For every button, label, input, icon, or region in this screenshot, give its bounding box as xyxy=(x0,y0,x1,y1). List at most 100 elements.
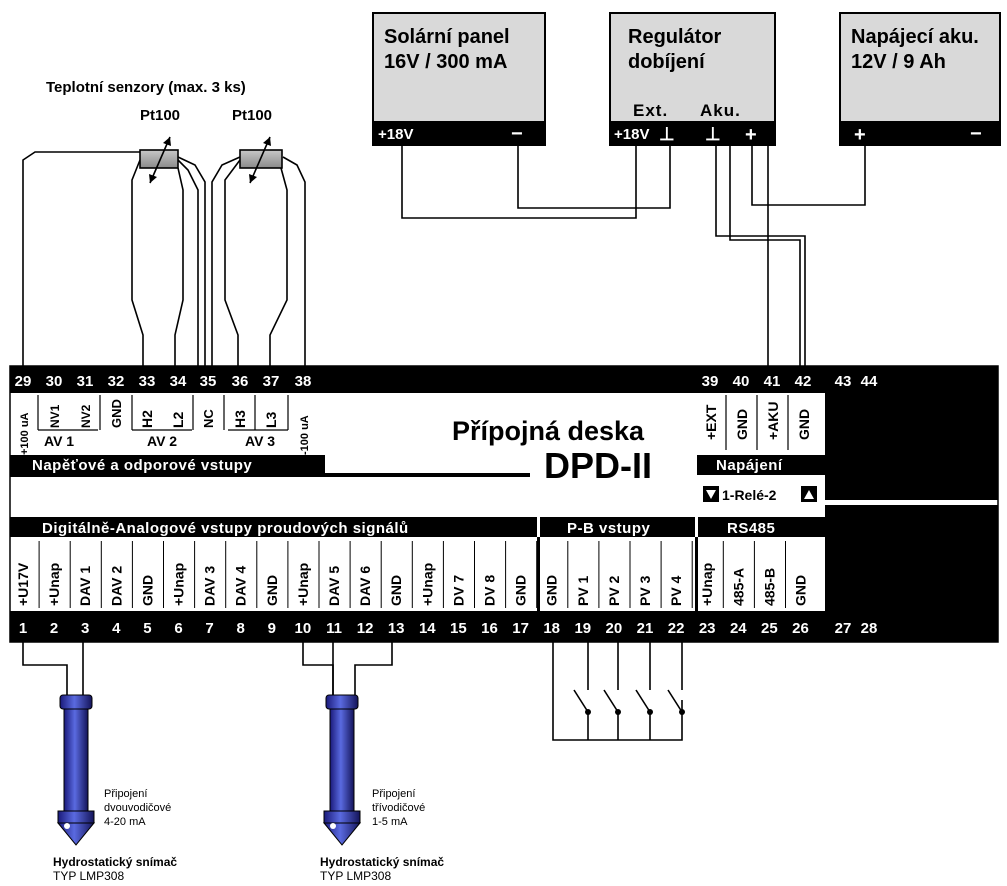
bottom-label-1: +U17V xyxy=(15,562,31,606)
bottom-label-26: GND xyxy=(793,575,809,606)
bottom-label-13: GND xyxy=(388,575,404,606)
bottom-label-19: PV 1 xyxy=(575,575,591,606)
terminal-33: 33 xyxy=(139,373,156,390)
terminal-15: 15 xyxy=(450,620,467,637)
bottom-label-17: GND xyxy=(513,575,529,606)
terminal-18: 18 xyxy=(543,620,560,637)
label-t36: H3 xyxy=(232,410,248,428)
bottom-label-14: +Unap xyxy=(419,563,435,606)
switch-contacts xyxy=(585,709,685,715)
label-t34: L2 xyxy=(170,411,186,428)
terminal-41: 41 xyxy=(764,373,781,390)
terminal-35: 35 xyxy=(200,373,217,390)
probe1-note2: dvouvodičové xyxy=(104,802,171,814)
terminal-10: 10 xyxy=(295,620,312,637)
bottom-label-6: +Unap xyxy=(171,563,187,606)
battery-line2: 12V / 9 Ah xyxy=(851,51,946,73)
regulator-line2: dobíjení xyxy=(628,51,706,73)
bottom-label-3: DAV 1 xyxy=(77,566,93,606)
connection-board xyxy=(9,365,999,643)
relay-label: 1-Relé-2 xyxy=(722,487,777,503)
power-label-2: +AKU xyxy=(765,401,781,440)
regulator-aku-label: Aku. xyxy=(700,101,741,120)
hydrostatic-probe-1 xyxy=(56,694,96,846)
power-bar-label: Napájení xyxy=(716,457,783,474)
av1-label: AV 1 xyxy=(44,433,74,449)
probe-2-notes: Připojení třívodičové 1-5 mA xyxy=(372,788,425,828)
bottom-label-12: DAV 6 xyxy=(357,566,373,606)
power-label-3: GND xyxy=(796,409,812,440)
bottom-label-20: PV 2 xyxy=(606,575,622,606)
bottom-label-11: DAV 5 xyxy=(326,566,342,606)
battery-plus: + xyxy=(854,124,866,146)
probe1-note3: 4-20 mA xyxy=(104,816,146,828)
terminal-16: 16 xyxy=(481,620,498,637)
terminal-20: 20 xyxy=(606,620,623,637)
pt100-sensor-2 xyxy=(239,136,283,184)
terminal-8: 8 xyxy=(237,620,245,637)
sensor-wires xyxy=(22,151,306,366)
terminal-17: 17 xyxy=(512,620,529,637)
probe2-type: TYP LMP308 xyxy=(320,869,391,883)
pt100-sensor-1 xyxy=(139,136,179,184)
terminal-5: 5 xyxy=(143,620,151,637)
terminal-11: 11 xyxy=(326,620,342,637)
bottom-wires xyxy=(22,642,683,741)
solar-plus: +18V xyxy=(378,126,413,143)
bottom-label-24: 485-A xyxy=(730,568,746,606)
label-t30: NV1 xyxy=(48,404,62,428)
board-model: DPD-II xyxy=(544,445,652,486)
probe1-name: Hydrostatický snímač xyxy=(53,855,177,869)
terminal-43: 43 xyxy=(835,373,852,390)
terminal-40: 40 xyxy=(733,373,750,390)
pt100-label-2: Pt100 xyxy=(232,107,272,124)
terminal-32: 32 xyxy=(108,373,125,390)
regulator-ext-gnd: ⊥ xyxy=(659,124,675,144)
label-t31: NV2 xyxy=(79,404,93,428)
probe-1-notes: Připojení dvouvodičové 4-20 mA xyxy=(104,788,171,828)
solar-line1: Solární panel xyxy=(384,26,510,48)
label-t37: L3 xyxy=(263,411,279,428)
top-bar-label: Napěťové a odporové vstupy xyxy=(32,457,252,474)
bottom-label-4: DAV 2 xyxy=(108,566,124,606)
probe2-name: Hydrostatický snímač xyxy=(320,855,444,869)
terminal-25: 25 xyxy=(761,620,778,637)
terminal-7: 7 xyxy=(205,620,213,637)
terminal-3: 3 xyxy=(81,620,89,637)
label-t33: H2 xyxy=(139,410,155,428)
terminal-37: 37 xyxy=(263,373,280,390)
terminal-44: 44 xyxy=(861,373,878,390)
terminal-29: 29 xyxy=(15,373,32,390)
label-t38: -100 uA xyxy=(299,415,311,455)
solar-minus: − xyxy=(511,123,523,145)
bottom-label-7: DAV 3 xyxy=(202,566,218,606)
battery-minus: − xyxy=(970,123,982,145)
power-label-0: +EXT xyxy=(703,404,719,440)
regulator-ext-label: Ext. xyxy=(633,101,668,120)
terminal-2: 2 xyxy=(50,620,58,637)
solar-panel-box: Solární panel 16V / 300 mA +18V − xyxy=(372,12,546,146)
probe1-type: TYP LMP308 xyxy=(53,869,124,883)
regulator-ext-plus: +18V xyxy=(614,126,649,143)
bottom-bar-pb: P-B vstupy xyxy=(567,520,651,537)
probe1-note1: Připojení xyxy=(104,788,147,800)
av2-label: AV 2 xyxy=(147,433,177,449)
regulator-line1: Regulátor xyxy=(628,26,722,48)
terminal-39: 39 xyxy=(702,373,719,390)
bottom-label-22: PV 4 xyxy=(668,575,684,606)
bottom-label-25: 485-B xyxy=(761,568,777,606)
bottom-label-18: GND xyxy=(544,575,560,606)
power-wires xyxy=(401,145,866,366)
bottom-label-5: GND xyxy=(139,575,155,606)
board-title: Přípojná deska xyxy=(452,416,645,446)
label-t29: +100 uA xyxy=(19,412,31,455)
bottom-bar-rs485: RS485 xyxy=(727,520,775,537)
bottom-label-15: DV 7 xyxy=(450,575,466,606)
terminal-21: 21 xyxy=(637,620,654,637)
terminal-26: 26 xyxy=(792,620,809,637)
battery-box: Napájecí aku. 12V / 9 Ah + − xyxy=(839,12,1001,146)
